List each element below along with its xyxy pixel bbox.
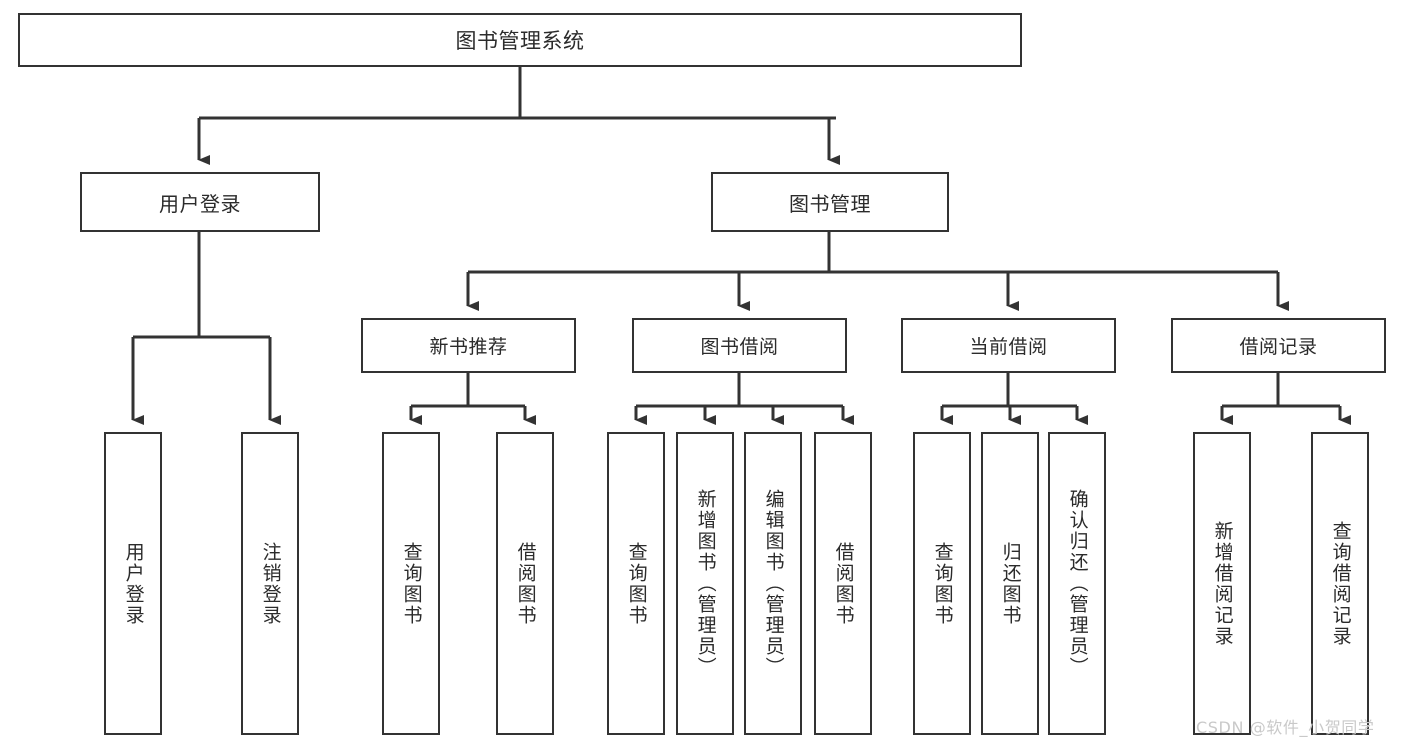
node-user-login[interactable]: 用户登录 xyxy=(80,172,320,232)
node-leaf-add-book[interactable]: 新增图书（管理员） xyxy=(676,432,734,735)
node-leaf-borrow-book-1[interactable]: 借阅图书 xyxy=(496,432,554,735)
node-book-borrow-label: 图书借阅 xyxy=(700,336,779,358)
node-leaf-edit-book-label: 编辑图书（管理员） xyxy=(762,489,785,678)
node-leaf-query-book-2-label: 查询图书 xyxy=(625,541,648,626)
node-book-manage[interactable]: 图书管理 xyxy=(711,172,949,232)
node-leaf-borrow-book-2-label: 借阅图书 xyxy=(832,541,855,626)
node-leaf-user-logout[interactable]: 注销登录 xyxy=(241,432,299,735)
node-borrow-record[interactable]: 借阅记录 xyxy=(1171,318,1386,373)
node-leaf-query-book-3-label: 查询图书 xyxy=(931,541,954,626)
node-leaf-user-login-label: 用户登录 xyxy=(122,541,145,626)
node-book-borrow[interactable]: 图书借阅 xyxy=(632,318,847,373)
node-root[interactable]: 图书管理系统 xyxy=(18,13,1022,67)
csdn-watermark: CSDN @软件_小贺同学 xyxy=(1196,718,1375,737)
node-leaf-query-book-1-label: 查询图书 xyxy=(400,541,423,626)
node-leaf-add-record-label: 新增借阅记录 xyxy=(1211,520,1234,647)
node-borrow-record-label: 借阅记录 xyxy=(1239,336,1318,358)
node-leaf-add-record[interactable]: 新增借阅记录 xyxy=(1193,432,1251,735)
node-root-label: 图书管理系统 xyxy=(455,29,585,53)
node-new-book-rec[interactable]: 新书推荐 xyxy=(361,318,576,373)
node-leaf-borrow-book-2[interactable]: 借阅图书 xyxy=(814,432,872,735)
node-leaf-borrow-book-1-label: 借阅图书 xyxy=(514,541,537,626)
node-current-borrow-label: 当前借阅 xyxy=(969,336,1048,358)
node-current-borrow[interactable]: 当前借阅 xyxy=(901,318,1116,373)
node-leaf-return-book-label: 归还图书 xyxy=(999,541,1022,626)
node-leaf-confirm-return-label: 确认归还（管理员） xyxy=(1066,489,1089,678)
node-leaf-query-book-1[interactable]: 查询图书 xyxy=(382,432,440,735)
node-new-book-rec-label: 新书推荐 xyxy=(429,336,508,358)
node-leaf-query-record-label: 查询借阅记录 xyxy=(1329,520,1352,647)
node-leaf-add-book-label: 新增图书（管理员） xyxy=(694,489,717,678)
node-leaf-edit-book[interactable]: 编辑图书（管理员） xyxy=(744,432,802,735)
node-leaf-query-book-3[interactable]: 查询图书 xyxy=(913,432,971,735)
node-leaf-query-record[interactable]: 查询借阅记录 xyxy=(1311,432,1369,735)
node-user-login-label: 用户登录 xyxy=(159,191,241,216)
node-book-manage-label: 图书管理 xyxy=(789,191,871,216)
node-leaf-user-login[interactable]: 用户登录 xyxy=(104,432,162,735)
node-leaf-return-book[interactable]: 归还图书 xyxy=(981,432,1039,735)
node-leaf-user-logout-label: 注销登录 xyxy=(259,541,282,626)
node-leaf-confirm-return[interactable]: 确认归还（管理员） xyxy=(1048,432,1106,735)
node-leaf-query-book-2[interactable]: 查询图书 xyxy=(607,432,665,735)
